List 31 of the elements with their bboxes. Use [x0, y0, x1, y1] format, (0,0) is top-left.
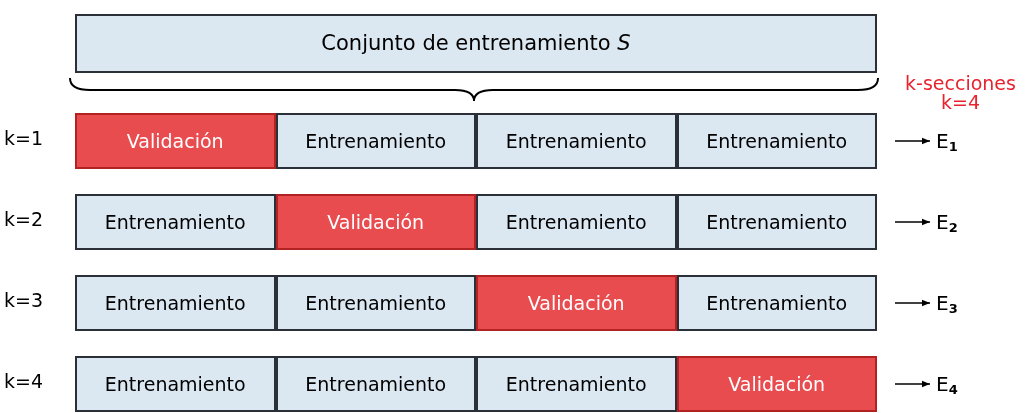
training-box: Entrenamiento: [676, 113, 877, 169]
arrow: [894, 380, 931, 388]
validation-box: Validación: [75, 113, 276, 169]
validation-box: Validación: [476, 275, 677, 331]
validation-box: Validación: [275, 194, 476, 250]
validation-box: Validación: [676, 356, 877, 412]
training-box: Entrenamiento: [75, 194, 276, 250]
training-box: Entrenamiento: [75, 356, 276, 412]
annotation: k=4: [940, 91, 981, 115]
row-label: k=3: [4, 289, 44, 313]
training-box: Entrenamiento: [275, 275, 476, 331]
row-label: k=2: [4, 208, 44, 232]
arrow: [894, 137, 931, 145]
training-box: Entrenamiento: [476, 113, 677, 169]
training-box: Entrenamiento: [676, 275, 877, 331]
training-box: Entrenamiento: [275, 356, 476, 412]
arrow: [894, 218, 931, 226]
training-box: Entrenamiento: [476, 356, 677, 412]
result-label: E$_{4}$: [936, 356, 986, 412]
row-label: k=1: [4, 127, 44, 151]
training-box: Entrenamiento: [676, 194, 877, 250]
result-label: E$_{2}$: [936, 194, 986, 250]
result-label: E$_{1}$: [936, 113, 986, 169]
row-label: k=4: [4, 370, 44, 394]
training-box: Entrenamiento: [75, 275, 276, 331]
annotation: k-secciones: [904, 72, 1017, 94]
training-box: Entrenamiento: [275, 113, 476, 169]
training-set-box: Conjunto de entrenamiento S: [75, 14, 877, 73]
result-label: E$_{3}$: [936, 275, 986, 331]
arrow: [894, 299, 931, 307]
training-box: Entrenamiento: [476, 194, 677, 250]
